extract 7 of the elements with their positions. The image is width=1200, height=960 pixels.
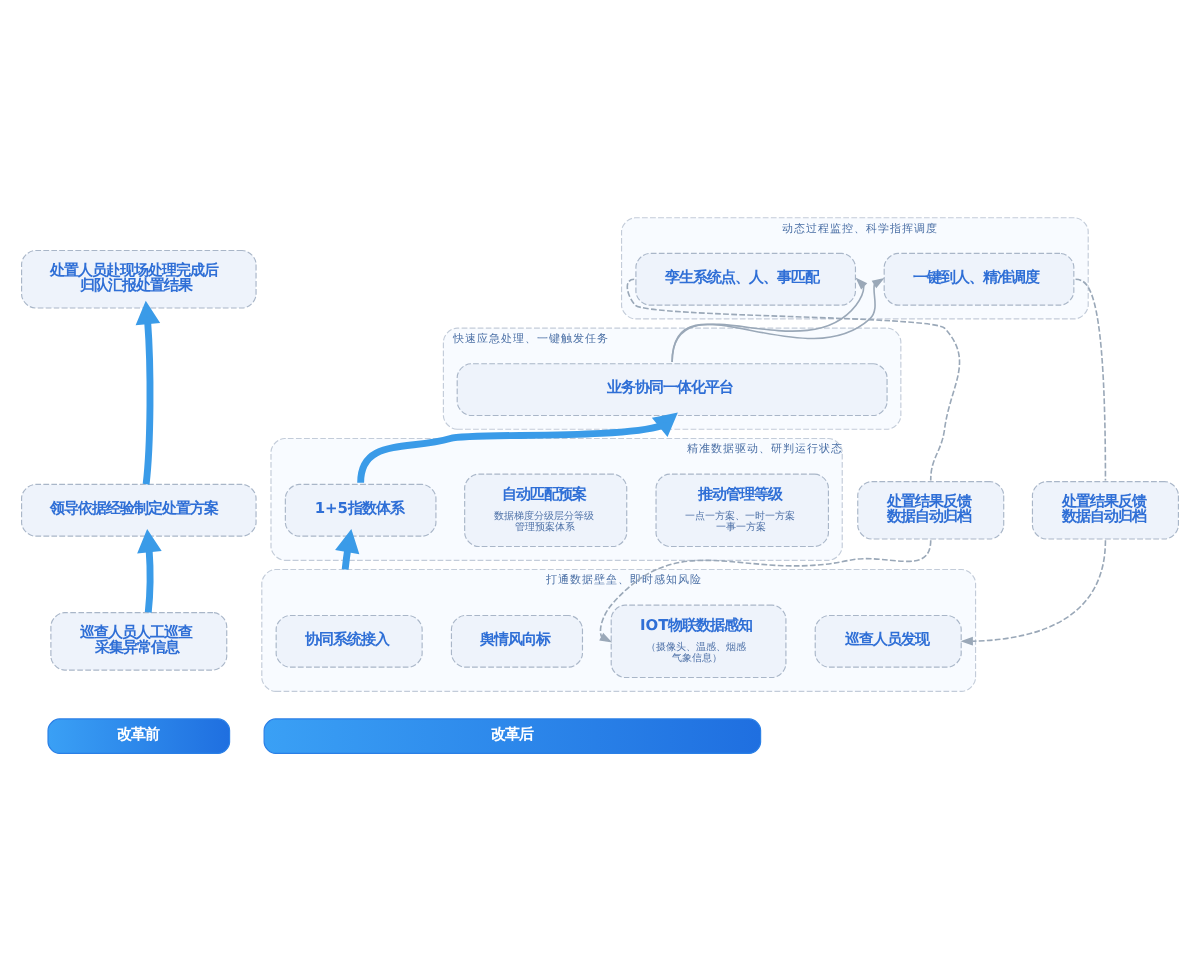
arrow (960, 538, 1107, 645)
arrow (335, 527, 360, 569)
arrow (135, 299, 161, 484)
connector (1074, 277, 1107, 481)
arrow (599, 538, 932, 642)
arrow (137, 527, 162, 612)
connector (626, 277, 961, 481)
